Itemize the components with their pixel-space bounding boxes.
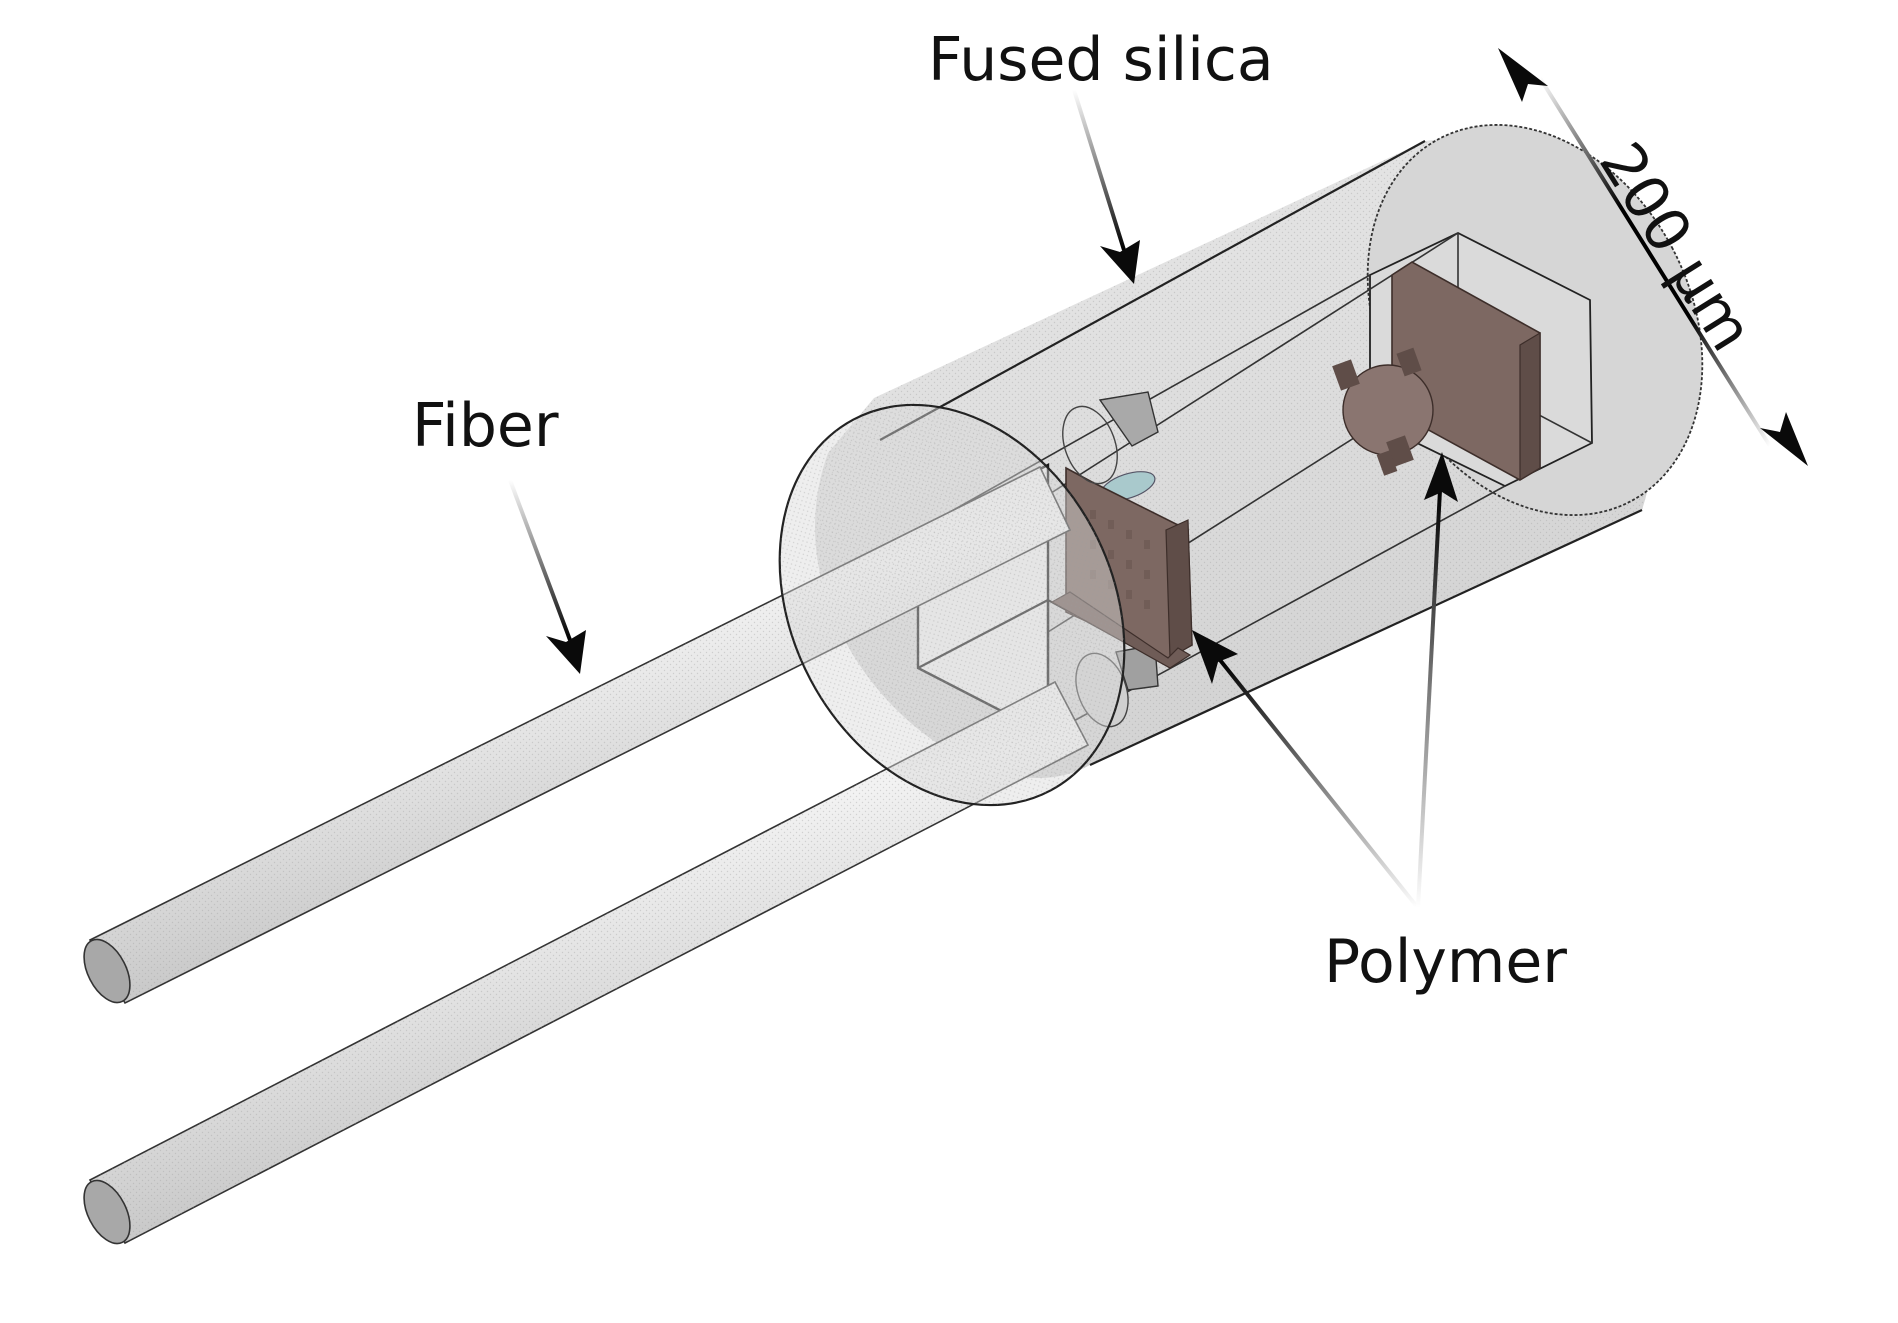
fiber-arrow (508, 479, 586, 674)
fiber-label: Fiber (412, 391, 559, 461)
polymer-label: Polymer (1324, 927, 1567, 997)
polymer-tab (1386, 435, 1414, 467)
polymer-tab (1396, 347, 1422, 377)
arrow-head-icon (1100, 240, 1140, 284)
polymer-back-plate-side (1519, 331, 1541, 482)
arrow-head-icon (1424, 452, 1458, 502)
polymer-clip (1098, 391, 1159, 447)
cylinder-front-face-stipple (779, 404, 1125, 806)
fiber-upper-end (83, 938, 131, 1004)
dimension-line (1538, 76, 1772, 448)
fused-silica-arrow (1072, 89, 1140, 284)
cylinder-bottom-edge (1089, 509, 1643, 766)
polymer-back-structure (1332, 261, 1541, 482)
polymer-arrows (1192, 452, 1458, 910)
arrow-head-icon (1192, 630, 1238, 684)
arrow-head-icon (1498, 48, 1548, 102)
fiber-upper-inner-end (1062, 405, 1118, 485)
fused-silica-label: Fused silica (928, 25, 1274, 95)
polymer-tab (1376, 450, 1398, 476)
polymer-tab (1332, 359, 1360, 391)
arrow-head-icon (546, 630, 586, 674)
fiber-lower-end (83, 1179, 131, 1245)
arrow-head-icon (1760, 412, 1808, 466)
polymer-plate-side (1165, 519, 1193, 660)
cylinder-top-edge (879, 140, 1426, 441)
